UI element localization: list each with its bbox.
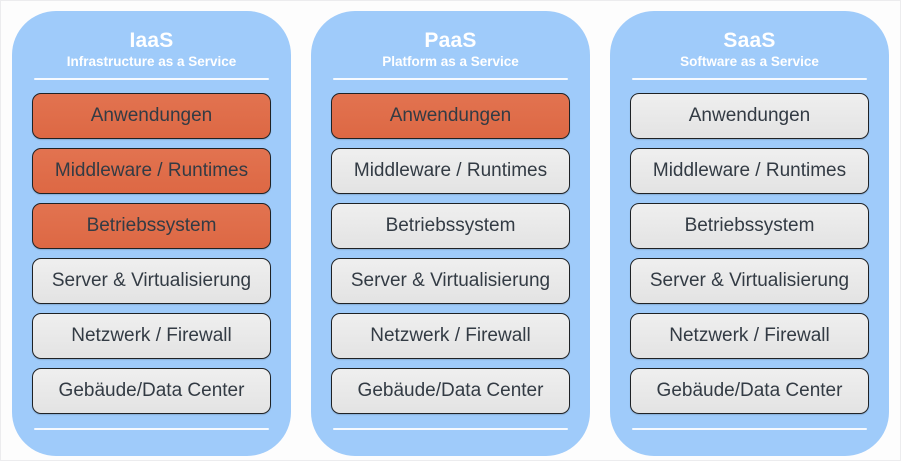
layer-box-netzwerk-firewall: Netzwerk / Firewall bbox=[630, 313, 869, 359]
layer-box-betriebssystem: Betriebssystem bbox=[630, 203, 869, 249]
panel-subtitle: Software as a Service bbox=[680, 54, 819, 69]
layer-stack: Anwendungen Middleware / Runtimes Betrie… bbox=[630, 93, 869, 414]
layer-box-gebaeude-data-center: Gebäude/Data Center bbox=[32, 368, 271, 414]
header-divider bbox=[333, 78, 568, 80]
layer-box-anwendungen: Anwendungen bbox=[32, 93, 271, 139]
footer-divider bbox=[632, 428, 867, 430]
layer-box-anwendungen: Anwendungen bbox=[630, 93, 869, 139]
header-divider bbox=[632, 78, 867, 80]
layer-box-server-virtualisierung: Server & Virtualisierung bbox=[630, 258, 869, 304]
panel-title: SaaS bbox=[723, 29, 776, 52]
panel-title: IaaS bbox=[129, 29, 174, 52]
header-divider bbox=[34, 78, 269, 80]
layer-box-betriebssystem: Betriebssystem bbox=[32, 203, 271, 249]
footer-divider bbox=[333, 428, 568, 430]
layer-box-betriebssystem: Betriebssystem bbox=[331, 203, 570, 249]
panel-subtitle: Platform as a Service bbox=[382, 54, 519, 69]
layer-box-netzwerk-firewall: Netzwerk / Firewall bbox=[331, 313, 570, 359]
layer-box-netzwerk-firewall: Netzwerk / Firewall bbox=[32, 313, 271, 359]
layer-box-server-virtualisierung: Server & Virtualisierung bbox=[331, 258, 570, 304]
footer-divider bbox=[34, 428, 269, 430]
layer-box-anwendungen: Anwendungen bbox=[331, 93, 570, 139]
layer-box-gebaeude-data-center: Gebäude/Data Center bbox=[630, 368, 869, 414]
layer-stack: Anwendungen Middleware / Runtimes Betrie… bbox=[32, 93, 271, 414]
layer-box-gebaeude-data-center: Gebäude/Data Center bbox=[331, 368, 570, 414]
panel-saas: SaaS Software as a Service Anwendungen M… bbox=[610, 11, 889, 456]
layer-box-server-virtualisierung: Server & Virtualisierung bbox=[32, 258, 271, 304]
panel-paas: PaaS Platform as a Service Anwendungen M… bbox=[311, 11, 590, 456]
layer-stack: Anwendungen Middleware / Runtimes Betrie… bbox=[331, 93, 570, 414]
panel-subtitle: Infrastructure as a Service bbox=[66, 54, 237, 69]
panel-iaas: IaaS Infrastructure as a Service Anwendu… bbox=[12, 11, 291, 456]
layer-box-middleware-runtimes: Middleware / Runtimes bbox=[331, 148, 570, 194]
panel-title: PaaS bbox=[424, 29, 477, 52]
layer-box-middleware-runtimes: Middleware / Runtimes bbox=[32, 148, 271, 194]
layer-box-middleware-runtimes: Middleware / Runtimes bbox=[630, 148, 869, 194]
